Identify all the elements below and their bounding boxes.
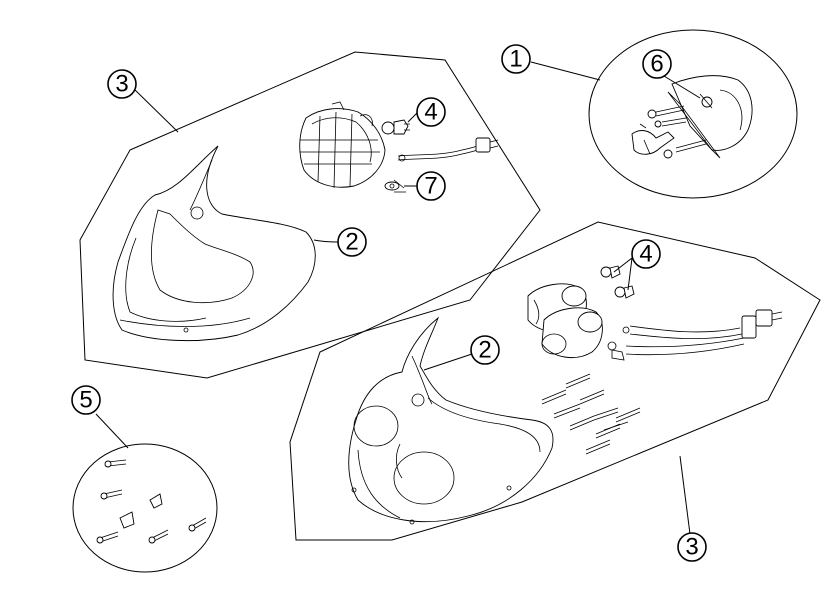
hardware-circle-left bbox=[72, 413, 218, 573]
callout-3-top-label: 3 bbox=[115, 71, 128, 98]
bracket bbox=[631, 130, 675, 155]
detail-circle-right bbox=[530, 29, 798, 199]
leader-3-top bbox=[132, 87, 179, 133]
bulb-socket-upper bbox=[381, 119, 410, 135]
callout-7: 7 bbox=[416, 171, 446, 201]
screw-washer-upper bbox=[384, 179, 406, 193]
callout-2-bottom: 2 bbox=[470, 335, 500, 365]
leader-3-bottom bbox=[679, 455, 691, 535]
bulb-sockets-lower bbox=[600, 265, 635, 299]
kit-lower-right bbox=[289, 221, 821, 541]
leader-2-top bbox=[313, 239, 339, 243]
detail-screws bbox=[639, 105, 707, 159]
callout-5-label: 5 bbox=[79, 387, 92, 414]
projector-lamps bbox=[527, 283, 603, 359]
callout-6-label: 6 bbox=[650, 51, 663, 78]
callout-5: 5 bbox=[71, 385, 101, 415]
leader-1 bbox=[530, 61, 601, 81]
wire-harness-upper bbox=[397, 137, 499, 162]
callout-1-label: 1 bbox=[509, 46, 522, 73]
hardware-circle-outline bbox=[72, 443, 218, 573]
callout-4-bottom: 4 bbox=[631, 239, 661, 269]
callout-7-label: 7 bbox=[424, 173, 437, 200]
callout-2-bottom-label: 2 bbox=[478, 337, 491, 364]
callout-2-top: 2 bbox=[337, 227, 367, 257]
callout-3-bottom: 3 bbox=[677, 532, 707, 562]
detail-circle-outline bbox=[588, 29, 798, 199]
callout-4-bottom-label: 4 bbox=[639, 241, 652, 268]
kit-upper-left-outline bbox=[79, 51, 541, 379]
callout-4-top-label: 4 bbox=[424, 99, 437, 126]
kit-upper-left bbox=[79, 51, 541, 379]
headlight-housing-upper bbox=[112, 145, 316, 341]
screws-lower bbox=[541, 373, 641, 455]
lamp-unit-upper bbox=[299, 101, 386, 189]
hardware-items bbox=[96, 459, 207, 544]
callout-4-top: 4 bbox=[416, 97, 446, 127]
kit-lower-right-outline bbox=[289, 221, 821, 541]
headlight-housing-lower bbox=[348, 316, 554, 525]
leader-4-bottom bbox=[613, 257, 633, 291]
callout-1: 1 bbox=[501, 44, 531, 74]
wire-harness-lower bbox=[607, 309, 783, 361]
callout-3-top: 3 bbox=[107, 69, 137, 99]
callout-3-bottom-label: 3 bbox=[685, 534, 698, 561]
leader-5 bbox=[95, 413, 129, 449]
leader-2-bottom bbox=[423, 353, 473, 371]
callout-6: 6 bbox=[642, 49, 701, 99]
callout-2-top-label: 2 bbox=[345, 229, 358, 256]
